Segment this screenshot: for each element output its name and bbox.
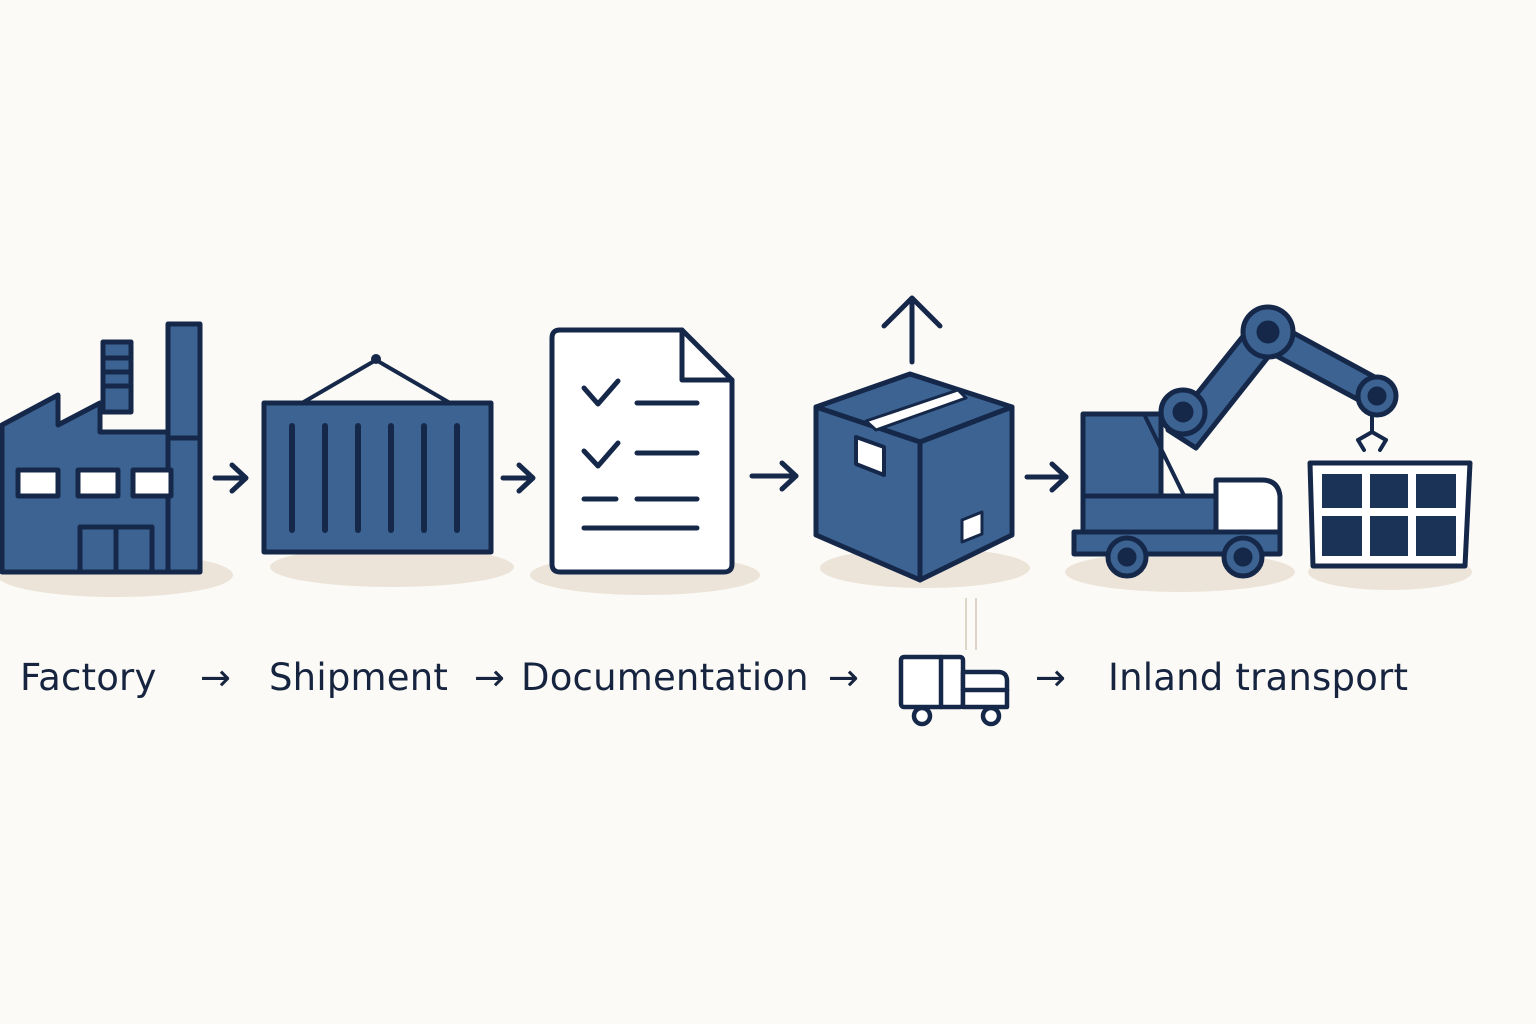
upload-arrow-icon (881, 295, 943, 365)
checklist-document-icon (549, 327, 735, 575)
step-label-shipment: Shipment (269, 656, 449, 699)
factory-icon (0, 321, 203, 575)
flow-arrows (212, 460, 1069, 494)
flow-arrow-icon (1024, 461, 1069, 493)
step-label-documentation: Documentation (521, 656, 809, 699)
box-icon (813, 371, 1015, 583)
step-label-factory: Factory (20, 656, 157, 699)
label-arrow: → (200, 656, 232, 699)
label-arrow: → (828, 656, 860, 699)
label-arrow: → (474, 656, 506, 699)
truck-robotic-arm-icon (1071, 304, 1473, 579)
flow-arrow-icon (500, 462, 536, 494)
flow-arrow-icon (749, 460, 799, 492)
flow-arrow-icon (212, 462, 249, 494)
shipping-container-icon (261, 354, 494, 555)
box-truck-icon (898, 654, 1010, 727)
label-arrow: → (1035, 656, 1067, 699)
step-label-inland-transport: Inland transport (1108, 656, 1409, 699)
